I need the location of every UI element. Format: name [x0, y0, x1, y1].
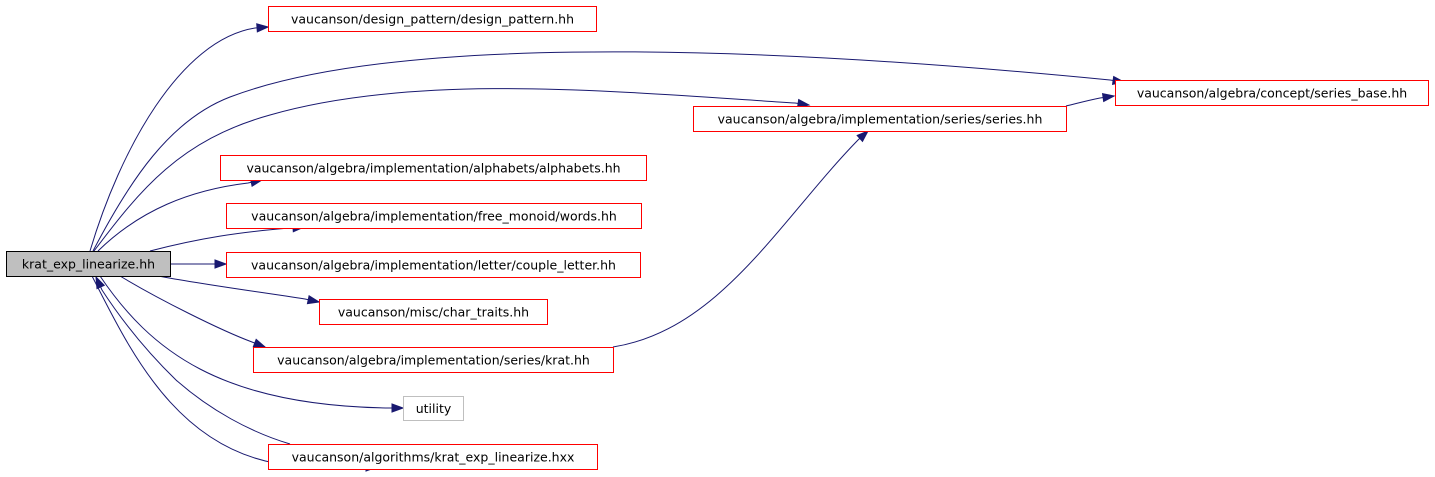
edge-line	[93, 88, 810, 252]
edge-root-to-krat	[119, 275, 267, 348]
edge-line	[119, 275, 266, 348]
edge-arrowhead	[391, 403, 405, 413]
edge-line	[1065, 95, 1115, 107]
node-box[interactable]	[693, 106, 1067, 132]
edge-line	[89, 26, 269, 252]
edge-line	[97, 179, 263, 252]
edge-line	[612, 130, 869, 348]
node-label: vaucanson/algebra/implementation/letter/…	[251, 258, 616, 273]
edge-series-to-series_base	[1065, 92, 1116, 107]
node-design-pattern[interactable]: vaucanson/design_pattern/design_pattern.…	[268, 6, 597, 32]
node-box[interactable]	[268, 6, 597, 32]
edge-arrowhead	[856, 130, 870, 143]
node-box[interactable]	[226, 252, 641, 278]
edge-line	[92, 51, 1125, 252]
node-box[interactable]	[319, 299, 548, 325]
node-box[interactable]	[1115, 80, 1429, 106]
node-krat-hxx[interactable]: vaucanson/algorithms/krat_exp_linearize.…	[268, 444, 598, 470]
node-char-traits[interactable]: vaucanson/misc/char_traits.hh	[319, 299, 548, 325]
node-label: vaucanson/algebra/implementation/alphabe…	[246, 161, 620, 176]
node-box[interactable]	[220, 155, 647, 181]
node-series-base[interactable]: vaucanson/algebra/concept/series_base.hh	[1115, 80, 1429, 106]
edge-arrowhead	[306, 294, 321, 305]
node-box[interactable]	[226, 203, 642, 229]
edge-line	[99, 275, 403, 409]
node-label: vaucanson/algorithms/krat_exp_linearize.…	[292, 450, 575, 465]
node-box[interactable]	[253, 347, 614, 373]
node-box[interactable]	[268, 444, 598, 470]
edge-arrowhead	[256, 23, 270, 33]
edges-layer	[89, 23, 1126, 472]
edge-root-to-char_traits	[157, 275, 321, 305]
edge-root-to-utility	[99, 275, 405, 413]
edge-krat-to-series	[612, 130, 870, 348]
edge-root-to-design_pattern	[89, 23, 270, 252]
node-label: vaucanson/misc/char_traits.hh	[338, 305, 529, 320]
node-box[interactable]	[6, 251, 171, 277]
nodes-layer: krat_exp_linearize.hh vaucanson/design_pa…	[6, 6, 1429, 470]
node-alphabets[interactable]: vaucanson/algebra/implementation/alphabe…	[220, 155, 647, 181]
node-label: utility	[416, 401, 452, 416]
node-label: krat_exp_linearize.hh	[22, 257, 155, 272]
node-box[interactable]	[403, 396, 464, 421]
edge-arrowhead	[214, 259, 228, 269]
node-root[interactable]: krat_exp_linearize.hh	[6, 251, 171, 277]
node-utility[interactable]: utility	[403, 396, 464, 421]
node-label: vaucanson/algebra/implementation/series/…	[718, 112, 1043, 127]
node-couple-letter[interactable]: vaucanson/algebra/implementation/letter/…	[226, 252, 641, 278]
edge-krat_hxx-to-root	[95, 275, 291, 445]
node-label: vaucanson/algebra/implementation/series/…	[277, 353, 590, 368]
node-krat[interactable]: vaucanson/algebra/implementation/series/…	[253, 347, 614, 373]
edge-line	[149, 226, 305, 252]
node-label: vaucanson/design_pattern/design_pattern.…	[291, 12, 574, 27]
edge-line	[95, 276, 291, 445]
node-words[interactable]: vaucanson/algebra/implementation/free_mo…	[226, 203, 642, 229]
node-label: vaucanson/algebra/concept/series_base.hh	[1137, 86, 1407, 101]
node-series[interactable]: vaucanson/algebra/implementation/series/…	[693, 106, 1067, 132]
edge-arrowhead	[252, 338, 267, 348]
edge-arrowhead	[95, 275, 106, 290]
node-label: vaucanson/algebra/implementation/free_mo…	[251, 209, 617, 224]
edge-arrowhead	[1101, 92, 1116, 103]
edge-line	[157, 275, 320, 303]
edge-root-to-couple_letter	[170, 259, 228, 269]
